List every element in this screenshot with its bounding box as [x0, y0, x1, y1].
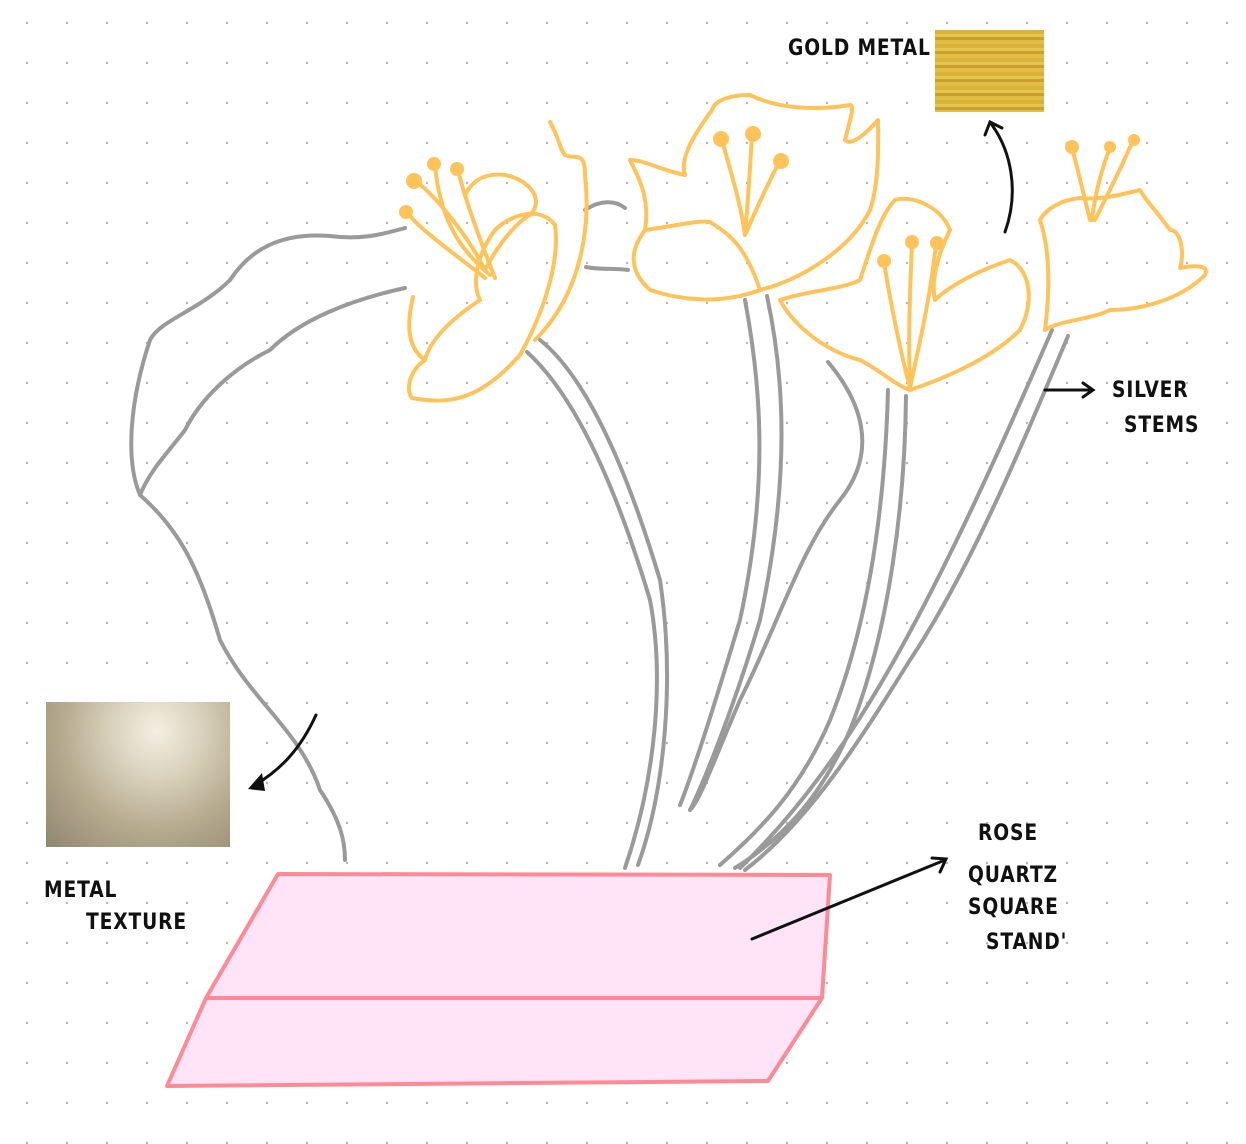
label-stand: STAND': [986, 930, 1068, 955]
label-texture: TEXTURE: [86, 910, 188, 935]
arrowhead-metal: [248, 773, 265, 791]
gold-metal-swatch: [935, 30, 1044, 112]
silver-stems: [129, 200, 1070, 872]
label-silver: SILVER: [1112, 378, 1189, 403]
arrow-to-stand-label: [750, 856, 949, 941]
label-rose: ROSE: [978, 821, 1038, 846]
label-square: SQUARE: [968, 895, 1059, 920]
arrow-to-metal-texture: [253, 713, 318, 787]
arrow-to-gold: [983, 119, 1014, 234]
label-quartz: QUARTZ: [968, 863, 1058, 888]
arrow-to-silver-label: [1043, 381, 1096, 399]
gold-flowers: [399, 93, 1208, 403]
label-stems: STEMS: [1124, 413, 1200, 438]
metal-texture-swatch: [46, 702, 230, 847]
label-metal: METAL: [44, 878, 118, 903]
rose-quartz-stand: [165, 872, 832, 1088]
label-gold-metal: GOLD METAL: [788, 36, 931, 61]
